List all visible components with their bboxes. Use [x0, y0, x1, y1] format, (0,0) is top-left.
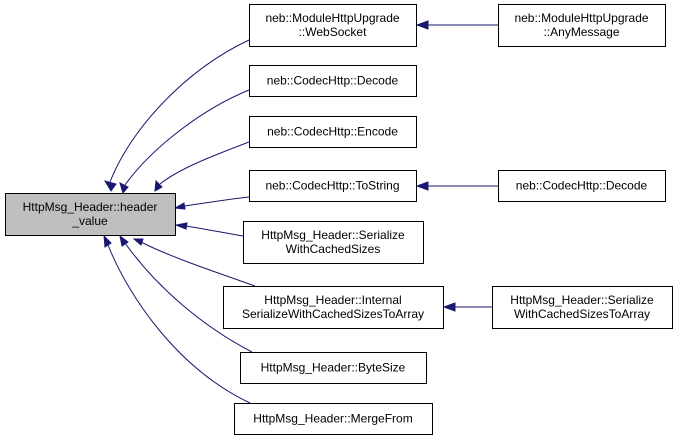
arrowhead [119, 182, 129, 195]
edge-sertoarr-to-internal [442, 302, 492, 312]
node-box [249, 4, 417, 47]
node-box [249, 116, 417, 148]
arrowhead [132, 238, 144, 246]
edge-line [140, 241, 256, 287]
arrowhead [442, 302, 456, 312]
node-box [498, 170, 666, 202]
node-label-line: _value [71, 214, 108, 228]
edge-anymsg-to-ws [415, 20, 498, 30]
arrowhead [119, 234, 129, 247]
arrowhead [103, 234, 112, 248]
arrowhead [174, 222, 188, 230]
node-dec1[interactable]: neb::CodecHttp::Decode [249, 65, 417, 97]
node-internal[interactable]: HttpMsg_Header::InternalSerializeWithCac… [223, 286, 444, 329]
node-label-line: neb::CodecHttp::ToString [265, 179, 399, 193]
node-dec2[interactable]: neb::CodecHttp::Decode [498, 170, 666, 202]
node-enc[interactable]: neb::CodecHttp::Encode [249, 116, 417, 148]
node-label-line: HttpMsg_Header::Serialize [510, 293, 654, 307]
arrowhead [415, 20, 429, 30]
node-label-line: ::AnyMessage [543, 25, 619, 39]
node-label-line: neb::CodecHttp::Encode [267, 125, 398, 139]
node-box [243, 221, 424, 264]
node-tostr[interactable]: neb::CodecHttp::ToString [249, 170, 417, 202]
node-box [492, 286, 673, 329]
edge-dec2-to-tostr [415, 181, 498, 191]
node-label-line: HttpMsg_Header::Serialize [261, 228, 405, 242]
node-label-line: HttpMsg_Header::ByteSize [261, 361, 406, 375]
node-label-line: neb::ModuleHttpUpgrade [265, 11, 399, 25]
node-box [498, 4, 666, 47]
node-bytesize[interactable]: HttpMsg_Header::ByteSize [240, 352, 427, 384]
edge-bytesize-to-root [119, 234, 253, 353]
node-label-line: neb::CodecHttp::Decode [267, 74, 399, 88]
arrowhead [415, 181, 429, 191]
node-box [223, 286, 444, 329]
arrowhead [173, 202, 186, 210]
edge-dec1-to-root [119, 89, 250, 195]
edges-layer [103, 20, 498, 404]
node-ws[interactable]: neb::ModuleHttpUpgrade::WebSocket [249, 4, 417, 47]
node-label-line: neb::ModuleHttpUpgrade [514, 11, 648, 25]
node-box [5, 193, 176, 236]
node-box [249, 65, 417, 97]
node-ser[interactable]: HttpMsg_Header::SerializeWithCachedSizes [243, 221, 424, 264]
node-box [234, 403, 433, 435]
edge-line [124, 242, 253, 353]
edge-line [109, 39, 250, 183]
node-label-line: WithCachedSizes [286, 242, 381, 256]
node-label-line: HttpMsg_Header::MergeFrom [253, 412, 412, 426]
node-label-line: HttpMsg_Header::header [23, 200, 158, 214]
node-merge[interactable]: HttpMsg_Header::MergeFrom [234, 403, 433, 435]
nodes-layer: HttpMsg_Header::header_value neb::ModuleH… [5, 4, 673, 435]
edge-ws-to-root [103, 39, 250, 192]
node-label-line: WithCachedSizesToArray [514, 307, 650, 321]
edge-line [184, 196, 250, 207]
edge-line [185, 225, 244, 237]
edge-ser-to-root [174, 222, 244, 237]
node-anymsg[interactable]: neb::ModuleHttpUpgrade::AnyMessage [498, 4, 666, 47]
edge-line [107, 244, 251, 404]
edge-enc-to-root [154, 141, 250, 192]
node-sertoarr[interactable]: HttpMsg_Header::SerializeWithCachedSizes… [492, 286, 673, 329]
node-box [240, 352, 427, 384]
edge-merge-to-root [103, 234, 251, 404]
arrowhead [103, 180, 117, 192]
node-label-line: HttpMsg_Header::Internal [264, 293, 401, 307]
node-label-line: ::WebSocket [299, 25, 367, 39]
node-box [249, 170, 417, 202]
arrowhead [154, 179, 163, 192]
edge-tostr-to-root [173, 196, 250, 210]
edge-line [159, 141, 250, 185]
edge-internal-to-root [132, 238, 256, 287]
node-root: HttpMsg_Header::header_value [5, 193, 176, 236]
node-label-line: neb::CodecHttp::Decode [516, 179, 648, 193]
node-label-line: SerializeWithCachedSizesToArray [242, 307, 424, 321]
edge-line [124, 89, 250, 186]
